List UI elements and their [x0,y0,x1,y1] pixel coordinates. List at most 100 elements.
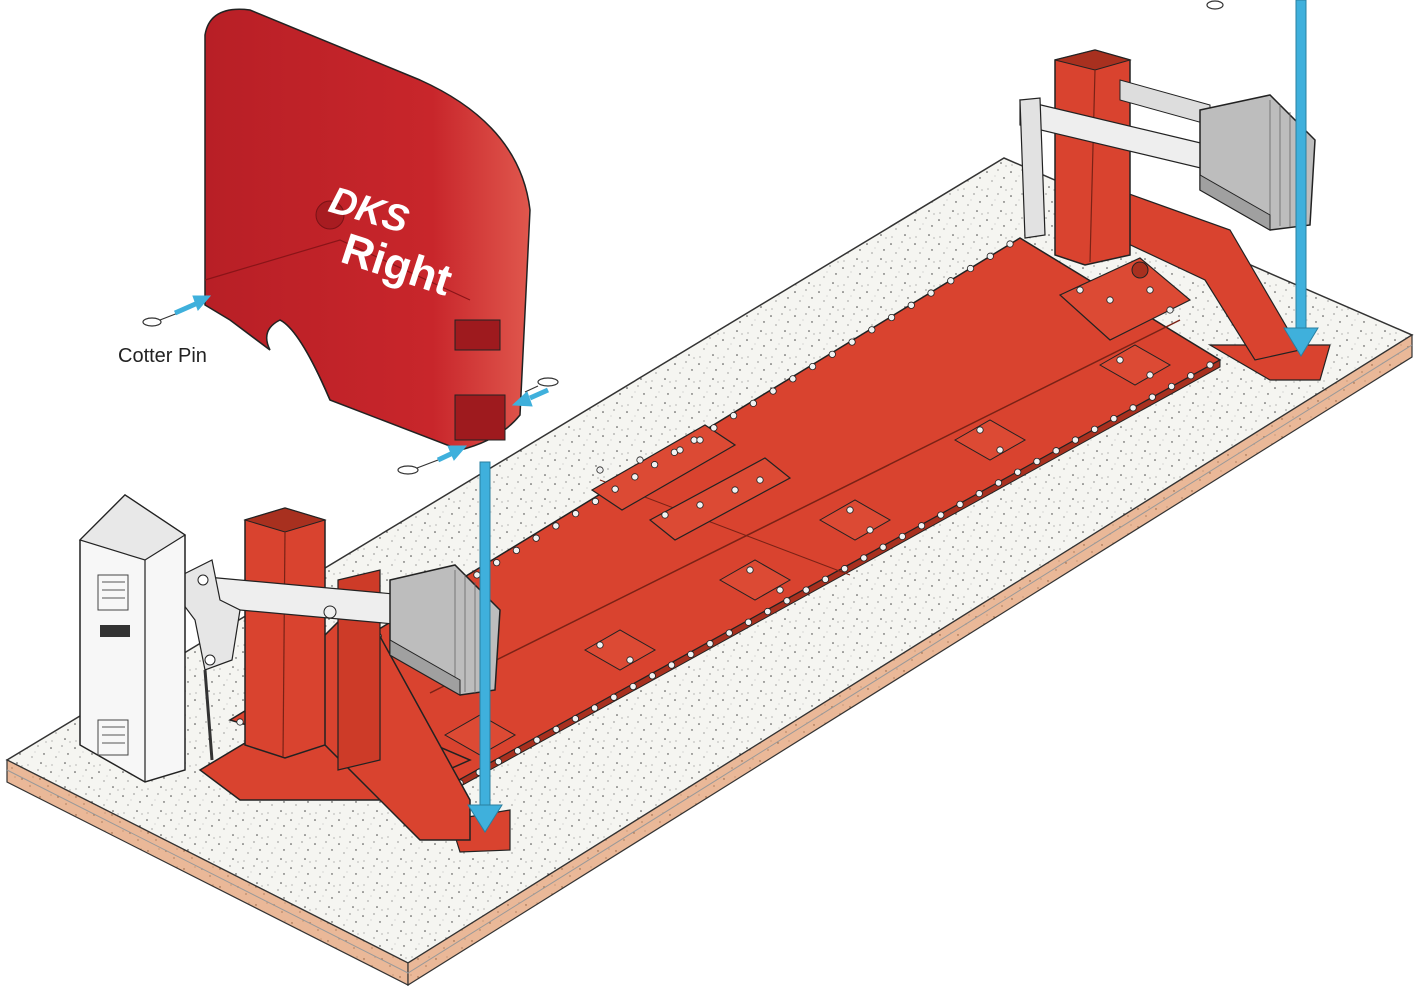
hinge-plate [718,559,792,601]
bolt [887,313,896,322]
end-plate-right [1058,257,1192,341]
bolt [769,387,777,395]
bolt [493,559,501,567]
bolt [512,546,521,555]
bolt [610,693,618,701]
bolt [626,656,634,664]
pin-insert-arrows [173,295,550,463]
bolt [1148,393,1156,401]
bolt [1076,286,1084,294]
bolt [676,446,684,454]
bolt [236,718,244,726]
bolt [651,461,659,469]
bolt [828,350,836,358]
bolt [1167,382,1176,391]
bolt [571,715,579,723]
bolt [552,522,560,530]
bolt [860,554,868,562]
bolt [636,456,644,464]
bolt [629,682,637,691]
control-cabinet [78,494,187,783]
bolt [956,500,964,508]
bolt [976,426,984,434]
cotter-pin-icon [142,312,179,327]
bolt [986,252,994,260]
bolt [552,725,560,734]
bolt [596,641,604,649]
bolt [572,510,580,518]
bolt [1033,457,1041,466]
bolt [841,565,849,573]
cover-drop-arrow-right [1283,0,1319,357]
bolt [764,607,772,616]
cotter-pin-label: Cotter Pin [118,345,207,367]
bolt [532,534,540,542]
bolt [1129,404,1137,412]
counterweight-left [389,564,501,696]
bolt [975,490,983,498]
bolt [1006,240,1014,248]
bolt [937,511,945,519]
arm-right [1019,79,1231,239]
cover-right: DKS Right [204,8,531,451]
counterweight-right [1199,94,1316,231]
bolt [1146,286,1154,294]
bolt [802,586,810,594]
bolt [1206,361,1214,369]
splice-plate-upper [590,424,737,511]
bolt [994,479,1003,487]
bolt [1116,356,1124,364]
bolt [1091,425,1099,433]
bolt [710,424,718,432]
bolt [729,411,738,420]
bolt [808,362,817,371]
bolt [696,501,704,509]
cotter-pin-icon [397,459,439,475]
bolt [591,497,599,505]
bolt [917,522,926,530]
bolt [776,586,784,594]
bolt [591,704,599,712]
hinge-plate [583,629,657,671]
bolt [879,543,887,551]
bolt [731,486,739,494]
bolt [514,747,522,755]
cotter-pin-icon [1206,0,1224,10]
bolt [1146,371,1154,379]
bolt [996,446,1004,454]
bolt [789,375,797,383]
bolt [596,466,604,474]
bolt [690,436,698,444]
bolt [1110,414,1118,423]
bolt [898,532,906,541]
bolt [648,672,656,680]
cover-drop-arrow-left [467,461,503,833]
bolt [725,629,733,637]
bolt [1187,372,1195,380]
splice-plate-lower [648,457,792,541]
bolt [947,277,955,285]
bolt [611,485,619,493]
bolt [661,511,669,519]
bolt [696,436,704,444]
bolt [966,264,975,273]
bolt [687,650,695,658]
bolt [783,597,791,605]
bolt [1014,468,1022,476]
bolt [821,575,829,583]
bolt [1052,447,1060,455]
bolt [631,473,639,481]
bolt [1166,306,1174,314]
bolt [746,566,754,574]
bolt [744,618,753,626]
bolt [927,289,935,297]
bolt [667,661,676,669]
bolt [848,338,856,346]
bolt [533,736,541,744]
bolt [706,640,714,648]
cotter-pin-icon [524,377,559,393]
bolt [846,506,854,514]
bolt [749,399,757,407]
